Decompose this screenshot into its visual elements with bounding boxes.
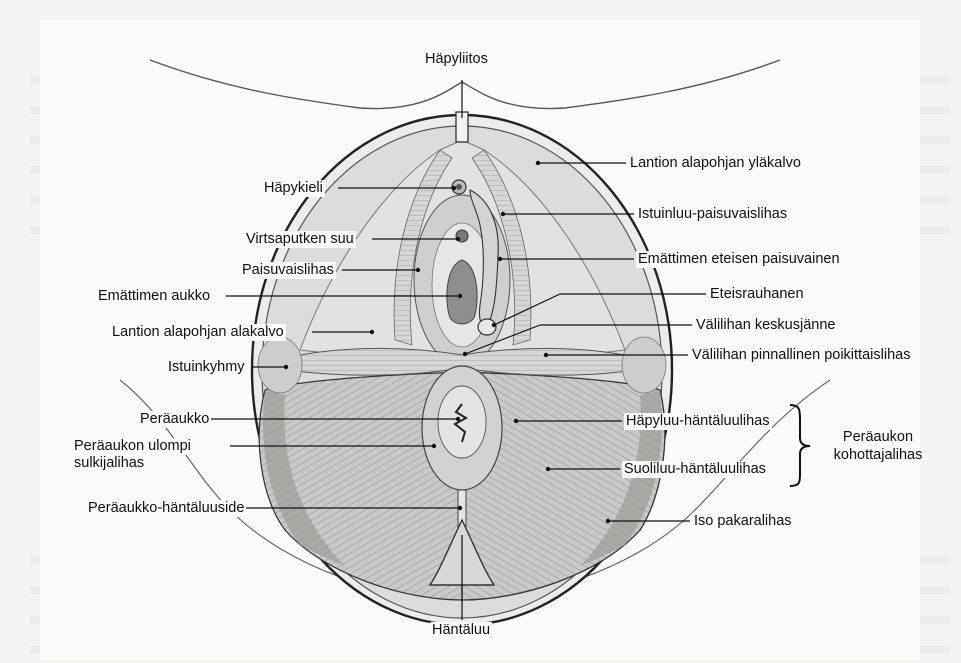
label-hantaluu: Häntäluu	[430, 622, 492, 639]
leader-dot	[514, 419, 518, 423]
label-valilihan-pinnallinen-poikittaislihas: Välilihan pinnallinen poikittaislihas	[690, 347, 912, 364]
leader-dot	[284, 365, 288, 369]
label-emattimen-eteisen-paisuvainen: Emättimen eteisen paisuvainen	[636, 251, 842, 268]
ischial-tuberosity-right	[622, 337, 666, 393]
leader-dot	[498, 257, 502, 261]
leader-dot	[501, 212, 505, 216]
label-valilihan-keskusjanne: Välilihan keskusjänne	[694, 317, 837, 334]
vaginal-opening	[447, 260, 477, 324]
label-perauakon-kohottajalihas-line1: Peräaukon	[818, 428, 938, 446]
label-iso-pakaralihas: Iso pakaralihas	[692, 513, 794, 530]
leader-dot	[458, 294, 462, 298]
leader-dot	[456, 237, 460, 241]
leader-dot	[606, 519, 610, 523]
label-virtsaputken-suu: Virtsaputken suu	[244, 231, 356, 248]
anal-canal	[438, 386, 486, 458]
label-perauakon-kohottajalihas-line2: kohottajalihas	[818, 446, 938, 464]
leader-dot	[536, 161, 540, 165]
leader-dot	[546, 467, 550, 471]
label-hapyliitos: Häpyliitos	[423, 51, 490, 68]
label-suoliluu-hantaluulihas: Suoliluu-häntäluulihas	[622, 461, 768, 478]
label-hapyluu-hantaluulihas: Häpyluu-häntäluulihas	[624, 413, 772, 430]
leader-dot	[416, 268, 420, 272]
ischial-tuberosity-left	[258, 337, 302, 393]
label-hapykieli: Häpykieli	[262, 180, 325, 197]
leader-dot	[544, 353, 548, 357]
label-istuinkyhmy: Istuinkyhmy	[166, 359, 247, 376]
label-eteisrauhanen: Eteisrauhanen	[708, 286, 806, 303]
leader-dot	[370, 330, 374, 334]
label-emattimen-aukko: Emättimen aukko	[96, 288, 212, 305]
label-paisuvaislihas: Paisuvaislihas	[240, 262, 336, 279]
label-perauakko-hantaluuside: Peräaukko-häntäluuside	[86, 500, 246, 517]
label-istuinluu-paisuvaislihas: Istuinluu-paisuvaislihas	[636, 206, 789, 223]
label-lantion-alapohjan-ylakalvo: Lantion alapohjan yläkalvo	[628, 155, 803, 172]
label-perauakko: Peräaukko	[138, 411, 211, 428]
label-perauakon-ulompi-line2: sulkijalihas	[72, 455, 146, 472]
clitoris-glans	[456, 184, 462, 190]
leader-dot	[463, 352, 467, 356]
label-perauakon-kohottajalihas: Peräaukon kohottajalihas	[818, 428, 938, 464]
leader-dot	[492, 323, 496, 327]
leader-dot	[458, 506, 462, 510]
leader-dot	[452, 186, 456, 190]
label-lantion-alapohjan-alakalvo: Lantion alapohjan alakalvo	[110, 324, 286, 341]
label-perauakon-ulompi-line1: Peräaukon ulompi	[72, 438, 193, 455]
leader-dot	[432, 444, 436, 448]
leader-dot	[456, 417, 460, 421]
